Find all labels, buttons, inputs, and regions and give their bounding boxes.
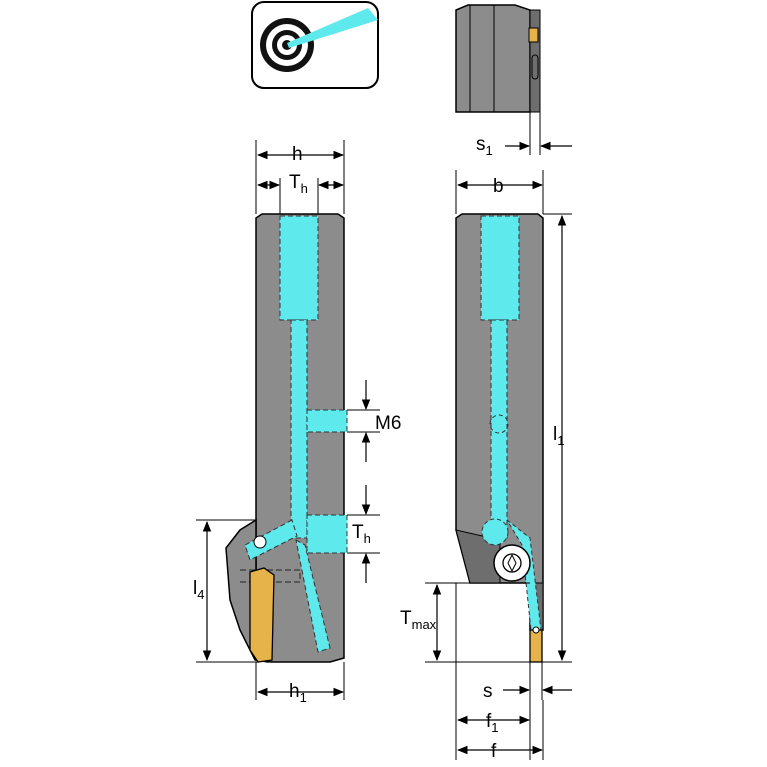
label-s: s xyxy=(483,681,493,702)
label-h1: h1 xyxy=(289,681,307,705)
label-tmax: Tmax xyxy=(400,608,437,632)
coolant-target-icon xyxy=(251,1,379,89)
side-view xyxy=(425,170,572,760)
label-b: b xyxy=(493,176,504,197)
label-f1: f1 xyxy=(486,711,499,735)
label-f: f xyxy=(491,741,497,762)
label-l4: l4 xyxy=(193,578,204,602)
label-th-mid: Th xyxy=(352,522,371,546)
label-m6: M6 xyxy=(375,413,401,434)
label-h: h xyxy=(292,144,303,165)
label-s1: s1 xyxy=(476,134,493,158)
label-l1: l1 xyxy=(553,424,564,448)
label-th-top: Th xyxy=(289,172,308,196)
front-view xyxy=(196,140,380,700)
top-side-view xyxy=(455,4,572,155)
